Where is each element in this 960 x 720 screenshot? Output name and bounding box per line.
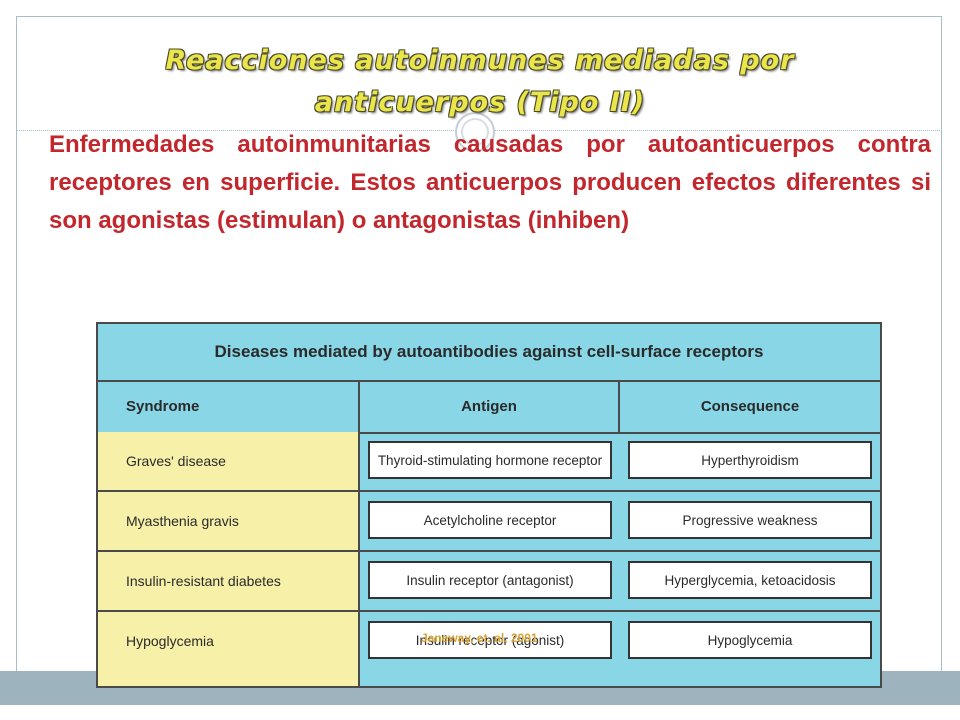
consequence-cell: Progressive weakness xyxy=(628,501,872,539)
citation: Janeway, et. al, 2001 xyxy=(421,631,538,645)
header-antigen: Antigen xyxy=(360,380,620,432)
syndrome-cell: Insulin-resistant diabetes xyxy=(126,573,281,589)
syndrome-cell: Myasthenia gravis xyxy=(126,513,239,529)
table-header-row: Syndrome Antigen Consequence xyxy=(98,380,880,434)
diseases-table: Diseases mediated by autoantibodies agai… xyxy=(96,322,882,688)
table-title: Diseases mediated by autoantibodies agai… xyxy=(98,324,880,382)
consequence-cell: Hypoglycemia xyxy=(628,621,872,659)
antigen-cell: Insulin receptor (agonist) xyxy=(368,621,612,659)
syndrome-column xyxy=(98,432,360,686)
syndrome-cell: Graves' disease xyxy=(126,453,226,469)
slide-title: Reacciones autoinmunes mediadas por anti… xyxy=(165,45,795,118)
frame-ornament xyxy=(455,112,495,152)
table-row: Insulin-resistant diabetes Insulin recep… xyxy=(98,552,880,612)
consequence-cell: Hyperglycemia, ketoacidosis xyxy=(628,561,872,599)
antigen-cell: Acetylcholine receptor xyxy=(368,501,612,539)
table-body: Graves' disease Thyroid-stimulating horm… xyxy=(98,432,880,686)
table-row: Myasthenia gravis Acetylcholine receptor… xyxy=(98,492,880,552)
table-row: Hypoglycemia Insulin receptor (agonist) … xyxy=(98,612,880,672)
header-syndrome: Syndrome xyxy=(98,380,360,432)
antigen-cell: Thyroid-stimulating hormone receptor xyxy=(368,441,612,479)
consequence-cell: Hyperthyroidism xyxy=(628,441,872,479)
slide-body-text: Enfermedades autoinmunitarias causadas p… xyxy=(49,131,931,234)
header-consequence: Consequence xyxy=(700,397,800,415)
table-row: Graves' disease Thyroid-stimulating horm… xyxy=(98,432,880,492)
syndrome-cell: Hypoglycemia xyxy=(126,633,214,649)
antigen-cell: Insulin receptor (antagonist) xyxy=(368,561,612,599)
